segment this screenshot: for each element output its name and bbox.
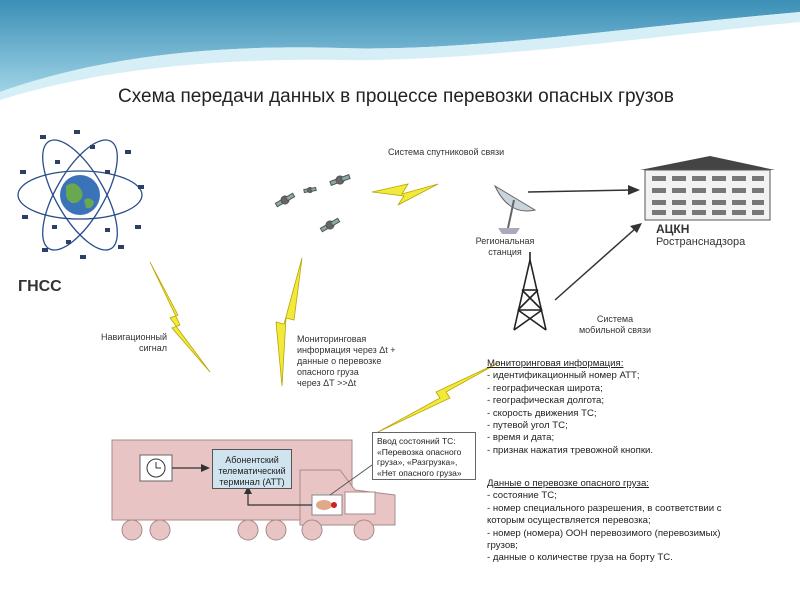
monitoring-note-line5: через ΔТ >>Δt (297, 378, 357, 388)
diagram-title: Схема передачи данных в процессе перевоз… (118, 86, 674, 107)
input-callout: Ввод состояний ТС: «Перевозка опасного г… (372, 432, 476, 480)
monitoring-info-item: - идентификационный номер АТТ; (487, 370, 640, 382)
terminal-line1: Абонентский (225, 455, 279, 465)
monitoring-info-item: - признак нажатия тревожной кнопки. (487, 444, 654, 456)
regional-station-label-line1: Региональная (475, 236, 535, 246)
callout-line3: груза», «Разгрузка», (377, 457, 458, 467)
center-org: Ространснадзора (656, 236, 746, 248)
monitoring-note: Мониторинговая информация через Δt + дан… (297, 334, 407, 389)
nav-signal-line1: Навигационный (100, 332, 167, 342)
arrows (527, 189, 637, 301)
cargo-info-item: грузов; (487, 540, 518, 552)
clock-icon (139, 454, 173, 482)
hand-button-icon (311, 494, 343, 516)
cargo-info-item: которым осуществляется перевозка; (487, 515, 651, 527)
monitoring-info-item: - географическая долгота; (487, 395, 604, 407)
mobile-label-line2: мобильной связи (578, 325, 652, 335)
terminal-line3: терминал (АТТ) (219, 477, 285, 487)
callout-line1: Ввод состояний ТС: (377, 436, 456, 446)
satellite-dish-icon (493, 184, 537, 234)
cargo-info-block: Данные о перевозке опасного груза: - сос… (487, 478, 792, 565)
cargo-info-item: - номер (номера) ООН перевозимого (перев… (487, 527, 721, 539)
terminal-line2: телематический (218, 466, 286, 476)
header-wave (0, 0, 800, 100)
comm-satellites-icon (274, 174, 351, 233)
monitoring-note-line3: данные о перевозке (297, 356, 382, 366)
building-icon (640, 156, 775, 221)
callout-line4: «Нет опасного груза» (377, 467, 462, 478)
mobile-label: Система мобильной связи (565, 314, 665, 336)
monitoring-info-item: - время и дата; (487, 432, 555, 444)
monitoring-info-heading: Мониторинговая информация: (487, 358, 624, 369)
cargo-info-item: - номер специального разрешения, в соотв… (487, 502, 722, 514)
gnss-satellites-icon (20, 130, 144, 259)
gnss-label: ГНСС (18, 278, 62, 295)
cargo-info-item: - состояние ТС; (487, 490, 557, 502)
regional-station-label-line2: станция (488, 247, 522, 257)
nav-signal-label: Навигационный сигнал (95, 332, 167, 354)
mobile-tower-icon (513, 252, 547, 331)
gnss-orbits-icon (17, 139, 143, 251)
cargo-info-heading: Данные о перевозке опасного груза: (487, 478, 649, 489)
monitoring-info-item: - путевой угол ТС; (487, 420, 568, 432)
monitoring-info-item: - географическая широта; (487, 382, 603, 394)
regional-station-label: Региональная станция (470, 236, 540, 258)
center-name: АЦКН (656, 222, 690, 236)
mobile-label-line1: Система (596, 314, 634, 324)
nav-signal-line2: сигнал (138, 343, 167, 353)
monitoring-note-line4: опасного груза (297, 367, 359, 377)
monitoring-note-line1: Мониторинговая (297, 334, 367, 344)
monitoring-info-block: Мониторинговая информация: - идентификац… (487, 358, 787, 457)
cargo-info-item: - данные о количестве груза на борту ТС. (487, 552, 673, 564)
monitoring-info-item: - скорость движения ТС; (487, 407, 597, 419)
callout-line2: «Перевозка опасного (377, 446, 462, 457)
monitoring-note-line2: информация через Δt + (297, 345, 396, 355)
lightning-bolts (149, 183, 501, 433)
terminal-box: Абонентский телематический терминал (АТТ… (212, 449, 292, 489)
control-center-label: АЦКН Ространснадзора (656, 222, 796, 248)
satcom-label: Система спутниковой связи (388, 147, 505, 157)
